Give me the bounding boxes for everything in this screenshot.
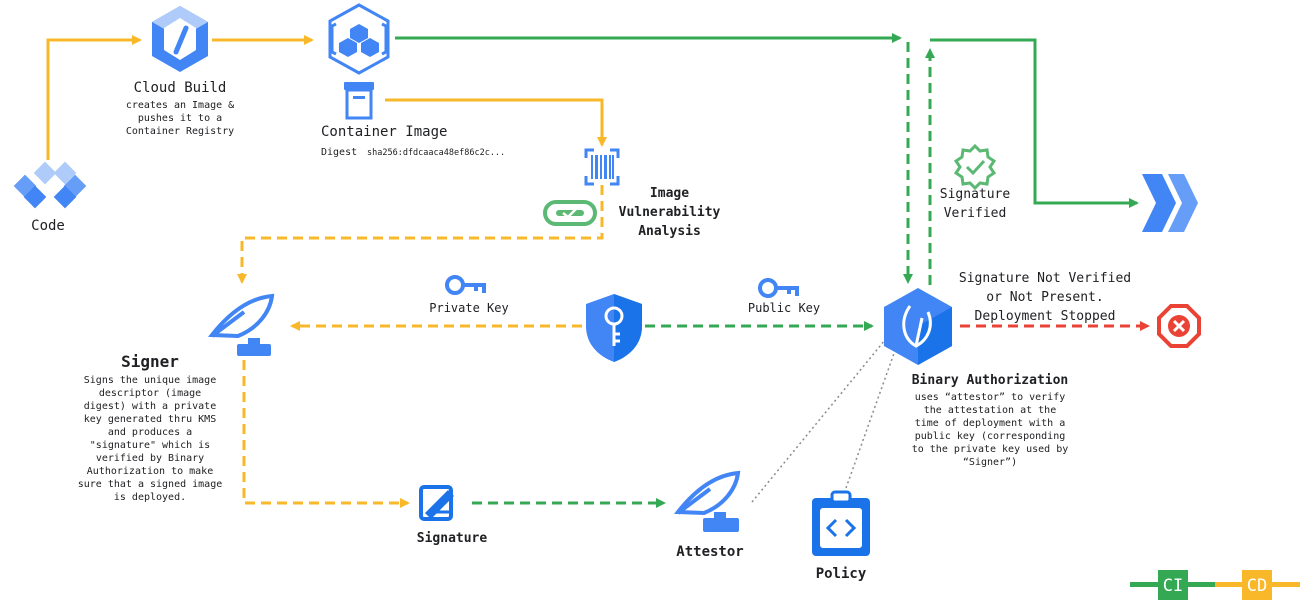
- deploy-chevron-icon: [1142, 174, 1198, 232]
- binary-authorization-desc: uses “attestor” to verify the attestatio…: [911, 392, 1069, 468]
- edge-image-to-vulnerability: [385, 98, 607, 147]
- attestor-icon: [674, 470, 741, 532]
- signature-not-verified-label: Signature Not Verified or Not Present. D…: [958, 271, 1132, 324]
- signer-icon: [208, 293, 275, 356]
- signature-icon: [419, 485, 454, 521]
- verified-badge-icon: [953, 143, 997, 191]
- signer-desc: Signs the unique image descriptor (image…: [77, 375, 223, 503]
- attestor-label: Attestor: [676, 544, 744, 560]
- legend: CI CD: [1130, 570, 1300, 600]
- deployment-stopped-icon: [1157, 304, 1201, 348]
- edge-signer-to-signature: [242, 360, 410, 508]
- kms-shield-icon: [586, 294, 642, 362]
- edge-to-deploy: [930, 38, 1139, 208]
- code-label: Code: [31, 218, 65, 234]
- public-key-label: Public Key: [747, 301, 821, 315]
- scan-passed-icon: [543, 200, 597, 226]
- edge-code-to-cloud-build: [46, 35, 142, 160]
- vulnerability-title: Image Vulnerability Analysis: [618, 186, 721, 239]
- signer-title: Signer: [121, 352, 179, 371]
- edge-attestor-to-binary-auth: [751, 339, 886, 503]
- container-image-icon: [344, 82, 374, 120]
- legend-ci-label: CI: [1163, 576, 1183, 596]
- cloud-build-desc: creates an Image & pushes it to a Contai…: [125, 100, 235, 137]
- legend-cd-label: CD: [1247, 576, 1267, 596]
- cloud-build-title: Cloud Build: [133, 80, 227, 96]
- binary-authorization-icon: [884, 288, 952, 365]
- legend-cd-box: [1242, 570, 1272, 600]
- policy-label: Policy: [815, 566, 867, 582]
- policy-icon: [812, 490, 870, 556]
- container-image-digest-value: sha256:dfdcaaca48ef86c2c...: [367, 148, 506, 158]
- private-key-icon: [445, 275, 486, 295]
- edge-vulnerability-to-signer: [237, 185, 604, 284]
- edge-policy-to-binary-auth: [845, 344, 898, 489]
- barcode-scan-icon: [584, 148, 620, 186]
- legend-ci-box: [1158, 570, 1188, 600]
- container-image-title: Container Image: [321, 124, 448, 140]
- binary-authorization-title: Binary Authorization: [911, 373, 1069, 388]
- cloud-build-icon: [152, 6, 208, 72]
- public-key-icon: [758, 278, 799, 298]
- container-registry-icon: [328, 3, 390, 75]
- private-key-label: Private Key: [429, 301, 509, 315]
- container-image-digest-label: Digest: [321, 147, 358, 158]
- signature-label: Signature: [416, 531, 488, 546]
- signature-verified-label: Signature Verified: [939, 187, 1011, 221]
- code-icon: [13, 161, 87, 209]
